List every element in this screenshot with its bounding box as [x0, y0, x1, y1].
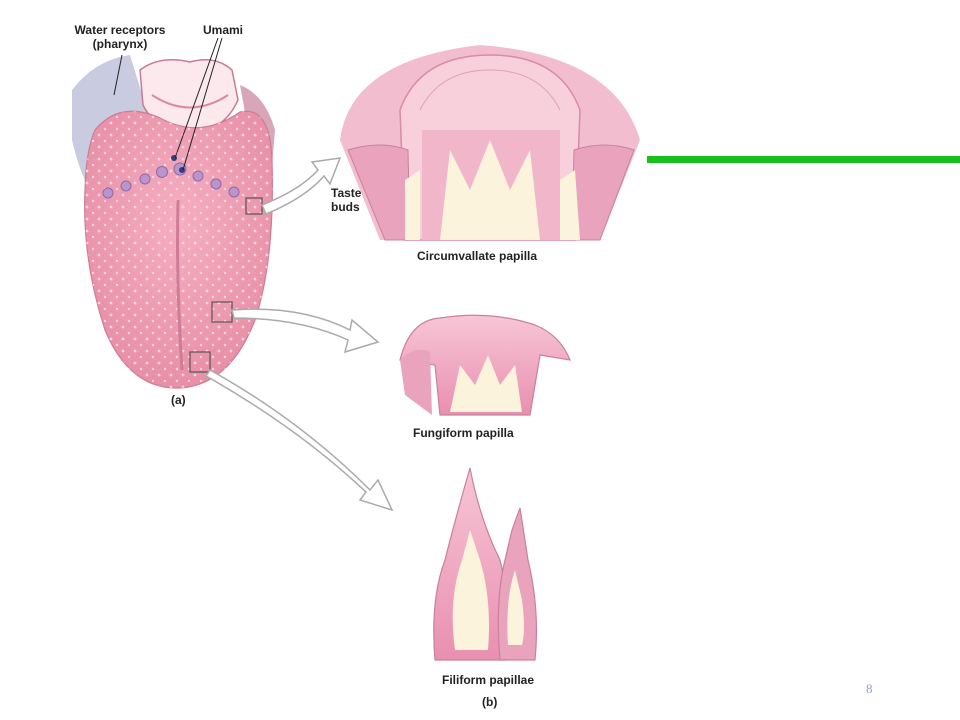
label-taste: Taste: [331, 186, 362, 200]
label-water-receptors-line1: Water receptors: [74, 23, 166, 37]
label-buds: buds: [331, 200, 360, 214]
label-circumvallate-papilla: Circumvallate papilla: [417, 249, 538, 263]
tongue-drawing: [72, 55, 275, 389]
fungiform-papilla-drawing: [399, 314, 571, 416]
label-umami: Umami: [203, 23, 244, 37]
label-taste-buds: Taste buds: [331, 186, 361, 214]
label-fungiform-papilla: Fungiform papilla: [413, 426, 514, 440]
panel-label-a: (a): [171, 393, 186, 407]
accent-divider: [647, 156, 960, 163]
circumvallate-papilla-drawing: [340, 45, 640, 241]
filiform-papillae-drawing: [433, 467, 538, 661]
label-water-receptors: Water receptors (pharynx): [60, 23, 180, 51]
label-water-receptors-line2: (pharynx): [92, 37, 148, 51]
slide-number: 8: [866, 681, 873, 696]
label-filiform-papillae: Filiform papillae: [442, 673, 535, 687]
panel-label-b: (b): [482, 695, 498, 709]
